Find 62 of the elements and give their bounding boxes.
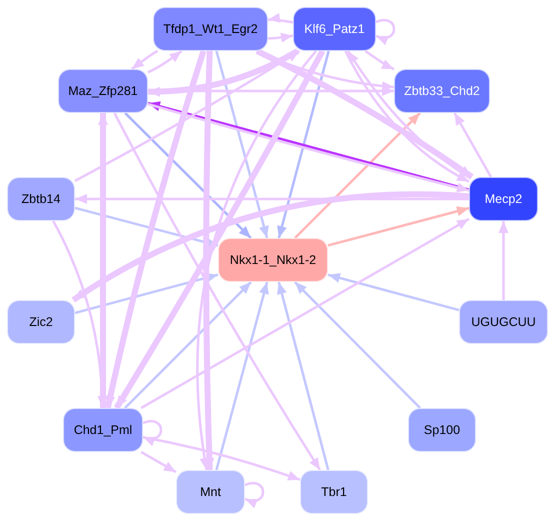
arrow [140,450,177,474]
arrow [74,206,218,248]
arrow [328,273,460,312]
node-label: Zbtb33_Chd2 [404,84,480,98]
rounded-box [408,408,476,452]
rounded-box [394,69,490,113]
arrow [74,50,300,182]
arrow [294,281,422,409]
arrow [364,50,395,70]
rounded-box [176,470,245,514]
rounded-box [63,408,143,452]
arrow [498,221,508,300]
rounded-box [153,7,268,51]
rounded-box [459,300,548,344]
self-loop-arrow [376,19,396,44]
node-label: Klf6_Patz1 [304,22,365,36]
arrow [268,32,294,42]
node-label: Tbr1 [321,485,347,499]
arrow [196,50,317,470]
arrow [124,112,252,239]
rounded-box [7,300,75,344]
rounded-box [218,238,328,282]
arrow [74,272,218,314]
node-label: Tfdp1_Wt1_Egr2 [163,22,258,36]
arrow [277,282,330,470]
arrow [215,282,269,470]
arrow [328,206,470,247]
arrow [114,50,326,410]
node-label: Maz_Zfp281 [68,84,138,98]
self-loop-arrow [244,482,264,508]
node-label: Nkx1-1_Nkx1-2 [230,253,316,267]
arrow [142,436,300,481]
arrow [453,112,492,178]
rounded-box [469,177,538,221]
arrow [140,218,470,410]
rounded-box [300,470,368,514]
node-label: Mecp2 [484,192,522,206]
node-label: Sp100 [424,423,460,437]
node-label: Mnt [200,485,221,499]
rounded-box [7,177,75,221]
self-loop-arrow [142,420,162,446]
arrow [256,48,474,180]
rounded-box [58,69,148,113]
node-label: Zbtb14 [22,192,60,206]
arrow [75,194,469,204]
arrow [131,50,158,70]
rounded-box [293,7,376,51]
arrow [215,50,269,238]
arrow [72,191,470,303]
arrow [124,281,252,409]
arrow [277,50,330,238]
arrow [113,112,322,471]
arrow [268,13,294,24]
arrow [104,50,206,409]
arrow [203,50,214,470]
arrow [98,113,108,408]
arrow [148,48,300,97]
node-label: UGUGCUU [471,315,536,329]
node-label: Zic2 [29,315,53,329]
arrow [294,112,421,239]
arrow [148,50,182,74]
node-label: Chd1_Pml [74,423,132,437]
